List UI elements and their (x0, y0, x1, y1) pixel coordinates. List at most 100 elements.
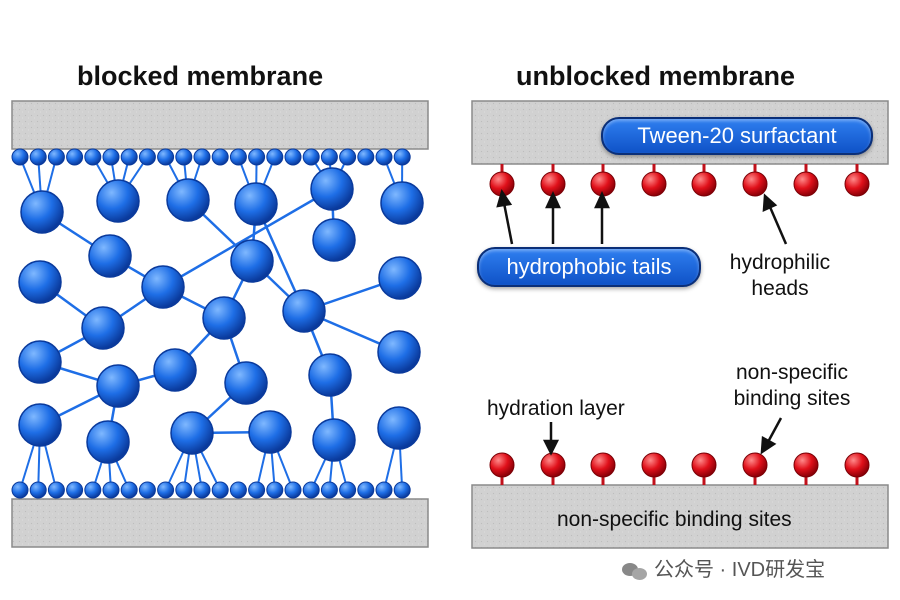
surfactant-head (590, 171, 616, 197)
left-top-membrane (11, 100, 429, 150)
surfactant-head (844, 171, 870, 197)
anchor-bead (138, 148, 156, 166)
surfactant-head (641, 171, 667, 197)
anchor-bead (29, 148, 47, 166)
anchor-bead (284, 481, 302, 499)
anchor-bead (157, 148, 175, 166)
hydration-layer-label: hydration layer (487, 397, 625, 420)
annotation-arrows (496, 189, 788, 456)
anchor-bead (66, 481, 84, 499)
protein-sphere (312, 418, 356, 462)
protein-sphere (234, 182, 278, 226)
protein-sphere (88, 234, 132, 278)
anchor-bead (157, 481, 175, 499)
anchor-bead (211, 481, 229, 499)
protein-sphere (141, 265, 185, 309)
protein-sphere (248, 410, 292, 454)
surfactant-head (742, 171, 768, 197)
anchor-bead (47, 148, 65, 166)
wechat-icon (622, 561, 648, 581)
anchor-bead (84, 148, 102, 166)
anchor-bead (339, 481, 357, 499)
protein-sphere (86, 420, 130, 464)
anchor-bead (84, 481, 102, 499)
anchor-bead (138, 481, 156, 499)
left-panel-title: blocked membrane (77, 61, 324, 91)
protein-sphere (96, 364, 140, 408)
surfactant-head (489, 452, 515, 478)
anchor-bead (248, 148, 266, 166)
protein-sphere (230, 239, 274, 283)
non-specific-binding-lower-label: non-specific binding sites (557, 508, 792, 531)
anchor-bead (248, 481, 266, 499)
anchor-bead (339, 148, 357, 166)
protein-sphere (96, 179, 140, 223)
surfactant-row-top (489, 164, 870, 197)
non-specific-binding-upper-line2: binding sites (733, 387, 851, 410)
anchor-bead (357, 148, 375, 166)
surfactant-head (590, 452, 616, 478)
surfactant-head (793, 452, 819, 478)
protein-sphere (20, 190, 64, 234)
anchor-bead (266, 481, 284, 499)
anchor-bead (375, 481, 393, 499)
anchor-bead (229, 148, 247, 166)
left-bottom-membrane (11, 498, 429, 548)
protein-sphere (377, 406, 421, 450)
hydrophilic-heads-line2: heads (751, 277, 809, 300)
protein-sphere (380, 181, 424, 225)
non-specific-binding-upper-label: non-specific binding sites (712, 360, 872, 412)
anchor-bead (193, 148, 211, 166)
hydrophobic-tails-label: hydrophobic tails (477, 247, 701, 287)
non-specific-binding-upper-line1: non-specific (735, 361, 849, 384)
anchor-bead (393, 481, 411, 499)
anchor-bead (120, 481, 138, 499)
hydrophilic-heads-line1: hydrophilic (729, 251, 831, 274)
protein-sphere (312, 218, 356, 262)
anchor-bead (320, 481, 338, 499)
watermark: 公众号 · IVD研发宝 (622, 553, 825, 582)
surfactant-head (540, 452, 566, 478)
anchor-bead (320, 148, 338, 166)
anchor-bead (66, 148, 84, 166)
anchor-bead (47, 481, 65, 499)
anchor-bead (229, 481, 247, 499)
surfactant-row-bottom (489, 452, 870, 485)
anchor-bead (302, 148, 320, 166)
surfactant-head (793, 171, 819, 197)
anchor-bead (120, 148, 138, 166)
right-panel-title: unblocked membrane (516, 61, 796, 91)
hydrophilic-heads-label: hydrophilic heads (720, 250, 840, 302)
anchor-bead (393, 148, 411, 166)
anchor-bead (11, 481, 29, 499)
protein-sphere (310, 167, 354, 211)
protein-sphere (308, 353, 352, 397)
protein-sphere (153, 348, 197, 392)
anchor-bead (102, 481, 120, 499)
anchor-bead (302, 481, 320, 499)
anchor-bead (175, 481, 193, 499)
anchor-bead (11, 148, 29, 166)
protein-sphere (378, 256, 422, 300)
watermark-text: 公众号 · IVD研发宝 (654, 559, 826, 581)
protein-sphere (18, 260, 62, 304)
protein-sphere (18, 403, 62, 447)
protein-sphere (18, 340, 62, 384)
anchor-bead (284, 148, 302, 166)
anchor-beads (11, 148, 411, 499)
anchor-bead (357, 481, 375, 499)
protein-sphere (282, 289, 326, 333)
anchor-bead (29, 481, 47, 499)
surfactant-head (742, 452, 768, 478)
protein-sphere (202, 296, 246, 340)
protein-sphere (166, 178, 210, 222)
protein-sphere (81, 306, 125, 350)
protein-sphere (170, 411, 214, 455)
network-link (162, 187, 333, 289)
anchor-bead (102, 148, 120, 166)
anchor-bead (375, 148, 393, 166)
surfactant-head (844, 452, 870, 478)
protein-spheres (18, 167, 424, 464)
